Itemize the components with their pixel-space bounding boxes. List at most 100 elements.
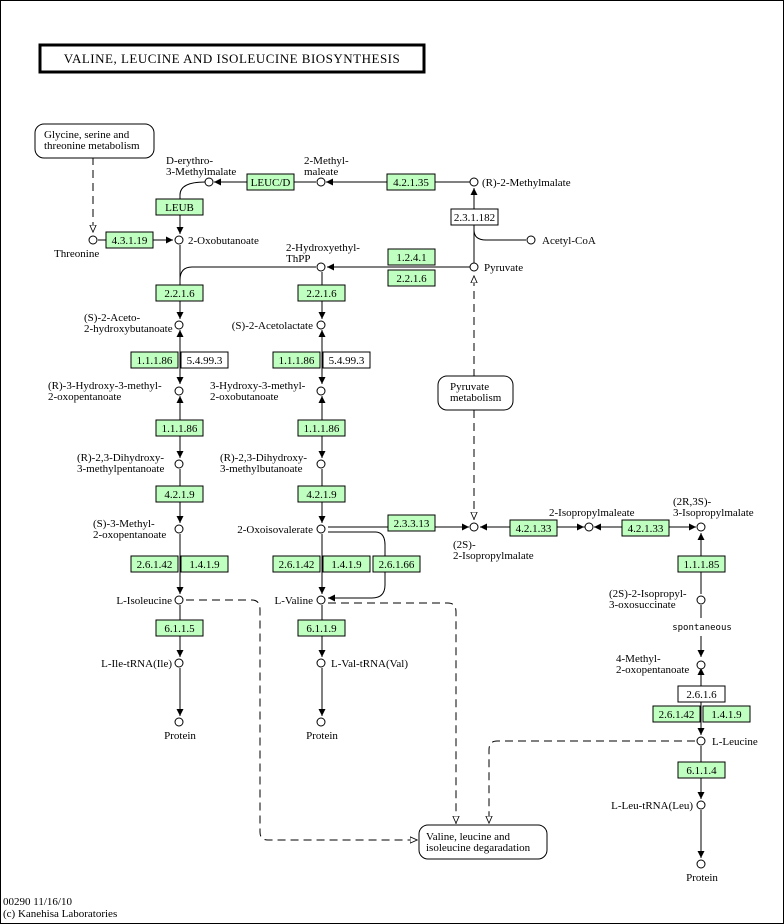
enzyme-box-e6-1-1-5[interactable]: 6.1.1.5 [155,619,204,637]
compound-node[interactable] [696,522,706,532]
enzyme-box-e6-1-1-4[interactable]: 6.1.1.4 [677,761,726,779]
compound-node[interactable] [174,320,184,330]
compound-pyruvate[interactable]: Pyruvate [469,262,523,274]
compound-node[interactable] [174,524,184,534]
compound-node[interactable] [174,235,184,245]
compound-methylmaleate[interactable]: 2-Methyl-maleate [304,155,349,187]
compound-node[interactable] [469,262,479,272]
compound-s3-methyl[interactable]: (S)-3-Methyl-2-oxopentanoate [93,518,184,541]
enzyme-box-e1-1-1-86-b[interactable]: 1.1.1.86 [272,351,321,369]
compound-node[interactable] [174,459,184,469]
enzyme-box-leucd[interactable]: LEUC/D [246,173,295,191]
map-link-degradation[interactable]: Valine, leucine and isoleucine degaradat… [418,824,548,860]
compound-node[interactable] [316,320,326,330]
compound-node[interactable] [316,717,326,727]
enzyme-box-e1-1-1-86-c[interactable]: 1.1.1.86 [155,419,204,437]
compound-node[interactable] [316,177,326,187]
compound-node[interactable] [316,459,326,469]
enzyme-box-e1-1-1-85[interactable]: 1.1.1.85 [677,555,726,573]
compound-protein[interactable]: Protein [306,717,338,742]
compound-node[interactable] [316,386,326,396]
compound-d-erythro[interactable]: D-erythro-3-Methylmalate [166,155,236,187]
compound-valine[interactable]: L-Valine [275,595,326,607]
compound-node[interactable] [88,235,98,245]
compound-node[interactable] [696,595,706,605]
enzyme-box-e1-1-1-86-a[interactable]: 1.1.1.86 [130,351,179,369]
compound-node[interactable] [469,522,479,532]
enzyme-box-e2-6-1-42-c[interactable]: 2.6.1.42 [652,705,701,723]
compound-node[interactable] [469,177,479,187]
enzyme-box-e5-4-99-3-a[interactable]: 5.4.99.3 [180,351,229,369]
compound-isoleucine[interactable]: L-Isoleucine [116,595,184,607]
enzyme-box-e4-2-1-35[interactable]: 4.2.1.35 [386,173,436,191]
enzyme-box-e6-1-1-9[interactable]: 6.1.1.9 [297,619,346,637]
compound-acetolactate[interactable]: (S)-2-Acetolactate [232,320,326,332]
compound-methyl-oxopentanoate[interactable]: 4-Methyl-2-oxopentanoate [616,653,706,676]
enzyme-box-e2-2-1-6-a[interactable]: 2.2.1.6 [387,269,436,287]
compound-protein[interactable]: Protein [686,859,718,884]
compound-node[interactable] [696,800,706,810]
compound-protein[interactable]: Protein [164,717,196,742]
compound-oxobutanoate[interactable]: 2-Oxobutanoate [174,235,259,247]
map-link-gly-ser-thr[interactable]: Glycine, serine and threonine metabolism [34,123,155,159]
map-title: VALINE, LEUCINE AND ISOLEUCINE BIOSYNTHE… [38,43,426,74]
compound-acetyl-coa[interactable]: Acetyl-CoA [526,235,596,247]
compound-oxosuccinate[interactable]: (2S)-2-Isopropyl-3-oxosuccinate [609,588,706,611]
compound-hydroxyethyl-thpp[interactable]: 2-Hydroxyethyl-ThPP [286,242,360,272]
compound-dihydroxy-mb[interactable]: (R)-2,3-Dihydroxy-3-methylbutanoate [220,452,326,475]
compound-leu-trna[interactable]: L-Leu-tRNA(Leu) [611,800,706,812]
enzyme-box-e1-2-4-1[interactable]: 1.2.4.1 [387,248,436,266]
enzyme-box-e2-6-1-6[interactable]: 2.6.1.6 [677,685,726,703]
enzyme-box-e2-3-3-13[interactable]: 2.3.3.13 [387,514,436,532]
enzyme-box-e2-3-1-182[interactable]: 2.3.1.182 [450,208,499,226]
enzyme-box-e4-3-1-19[interactable]: 4.3.1.19 [105,231,154,249]
compound-ile-trna[interactable]: L-Ile-tRNA(Ile) [101,658,184,670]
compound-isopropylmaleate[interactable]: 2-Isopropylmaleate [549,507,635,532]
compound-node[interactable] [696,859,706,869]
compound-node[interactable] [316,262,326,272]
compound-node[interactable] [696,736,706,746]
compound-dihydroxy-mp[interactable]: (R)-2,3-Dihydroxy-3-methylpentanoate [77,452,184,475]
enzyme-box-e1-1-1-86-d[interactable]: 1.1.1.86 [297,419,346,437]
compound-node[interactable] [584,522,594,532]
compound-label: L-Valine [275,595,314,607]
enzyme-box-e1-4-1-9-c[interactable]: 1.4.1.9 [702,705,751,723]
map-id-date: 00290 11/16/10 [3,896,72,908]
enzyme-box-e4-2-1-33-b[interactable]: 4.2.1.33 [621,519,670,537]
compound-node[interactable] [316,658,326,668]
compound-leucine[interactable]: L-Leucine [696,736,758,748]
compound-node[interactable] [174,717,184,727]
enzyme-box-leub[interactable]: LEUB [155,198,204,216]
compound-r3-hydroxy[interactable]: (R)-3-Hydroxy-3-methyl-2-oxopentanoate [48,380,184,403]
compound-node[interactable] [174,658,184,668]
compound-node[interactable] [526,235,536,245]
enzyme-box-e4-2-1-9-b[interactable]: 4.2.1.9 [297,485,346,503]
compound-aceto-hb[interactable]: (S)-2-Aceto-2-hydroxybutanoate [84,312,184,335]
compound-oxoisovalerate[interactable]: 2-Oxoisovalerate [237,524,326,536]
compound-r2-methylmalate[interactable]: (R)-2-Methylmalate [469,177,571,189]
compound-node[interactable] [174,595,184,605]
compound-hydroxy-ob[interactable]: 3-Hydroxy-3-methyl-2-oxobutanoate [210,380,326,403]
enzyme-box-e2-6-1-66[interactable]: 2.6.1.66 [372,555,421,573]
compound-isopropylmalate-2r3s[interactable]: (2R,3S)-3-Isopropylmalate [673,496,754,532]
compound-val-trna[interactable]: L-Val-tRNA(Val) [316,658,408,670]
enzyme-box-e4-2-1-33-a[interactable]: 4.2.1.33 [509,519,558,537]
compound-node[interactable] [316,595,326,605]
enzyme-box-e4-2-1-9-a[interactable]: 4.2.1.9 [155,485,204,503]
enzyme-box-e2-2-1-6-b[interactable]: 2.2.1.6 [155,284,204,302]
enzyme-box-e2-2-1-6-c[interactable]: 2.2.1.6 [297,284,346,302]
compound-node[interactable] [204,177,214,187]
enzyme-label: 2.3.3.13 [394,518,430,530]
compound-label: 3-methylpentanoate [77,463,164,475]
enzyme-box-e1-4-1-9-b[interactable]: 1.4.1.9 [322,555,371,573]
compound-node[interactable] [174,386,184,396]
enzyme-box-e1-4-1-9-a[interactable]: 1.4.1.9 [180,555,229,573]
enzyme-box-e5-4-99-3-b[interactable]: 5.4.99.3 [322,351,371,369]
enzyme-box-e2-6-1-42-b[interactable]: 2.6.1.42 [272,555,321,573]
compound-isopropylmalate-2s[interactable]: (2S)-2-Isopropylmalate [453,522,534,562]
compound-node[interactable] [316,524,326,534]
compound-threonine[interactable]: Threonine [54,235,99,260]
enzyme-box-e2-6-1-42-a[interactable]: 2.6.1.42 [130,555,179,573]
map-link-pyruvate[interactable]: Pyruvate metabolism [437,375,514,411]
compound-node[interactable] [696,660,706,670]
